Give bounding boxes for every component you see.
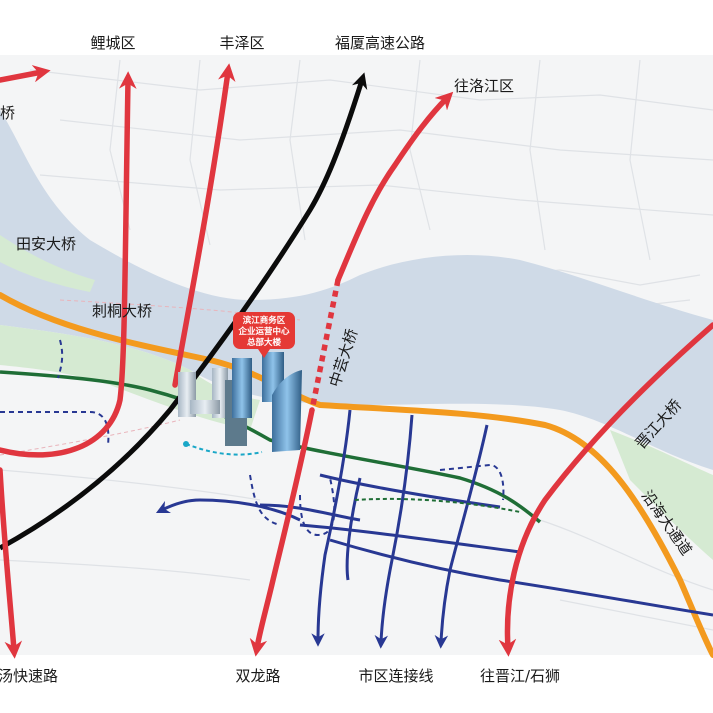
red-arterial-routes bbox=[0, 63, 713, 659]
label-left-top-fragment: 桥 bbox=[0, 104, 15, 122]
green-dashed-route bbox=[354, 497, 521, 513]
hq-callout-line1: 滨江商务区 bbox=[243, 315, 286, 326]
label-airport-expressway-fragment: 汤快速路 bbox=[0, 667, 58, 685]
label-to-luojiang: 往洛江区 bbox=[454, 77, 514, 95]
label-shuanglong-road: 双龙路 bbox=[235, 667, 280, 685]
river bbox=[0, 110, 713, 470]
label-fengze: 丰泽区 bbox=[219, 34, 264, 52]
label-fuxia-expressway: 福厦高速公路 bbox=[335, 34, 425, 52]
label-tianan-bridge: 田安大桥 bbox=[16, 235, 76, 253]
fuxia-expressway-route bbox=[0, 72, 368, 551]
label-licheng: 鲤城区 bbox=[90, 34, 135, 52]
label-to-jinjiang-shishi: 往晋江/石狮 bbox=[480, 667, 560, 685]
route-to-fengze bbox=[172, 63, 236, 388]
hq-tower-cluster bbox=[178, 352, 302, 452]
label-citong-bridge: 刺桐大桥 bbox=[92, 302, 152, 320]
route-shuanglong bbox=[249, 407, 315, 657]
hq-callout: 滨江商务区 企业运营中心 总部大楼 bbox=[233, 312, 295, 358]
blue-dashed-routes bbox=[0, 339, 505, 537]
hq-callout-line2: 企业运营中心 bbox=[237, 326, 290, 337]
route-jinjiang-bridge bbox=[498, 322, 713, 657]
cyan-dashed-route bbox=[185, 443, 263, 456]
route-to-luojiang bbox=[335, 91, 454, 283]
green-rail-line bbox=[0, 370, 542, 524]
riverbank-green-north bbox=[0, 235, 95, 292]
base-map bbox=[0, 55, 713, 655]
cyan-route-node bbox=[183, 441, 189, 447]
street-grid-south bbox=[0, 469, 713, 631]
route-top-left bbox=[0, 65, 51, 83]
label-city-link: 市区连接线 bbox=[358, 667, 433, 685]
hq-callout-line3: 总部大楼 bbox=[247, 337, 282, 348]
zhongyi-bridge-dashed bbox=[309, 279, 341, 411]
route-to-licheng bbox=[0, 71, 137, 458]
riverbank-green-east bbox=[610, 430, 713, 560]
route-airport-expressway bbox=[0, 467, 23, 659]
orange-ring-road bbox=[0, 292, 713, 658]
